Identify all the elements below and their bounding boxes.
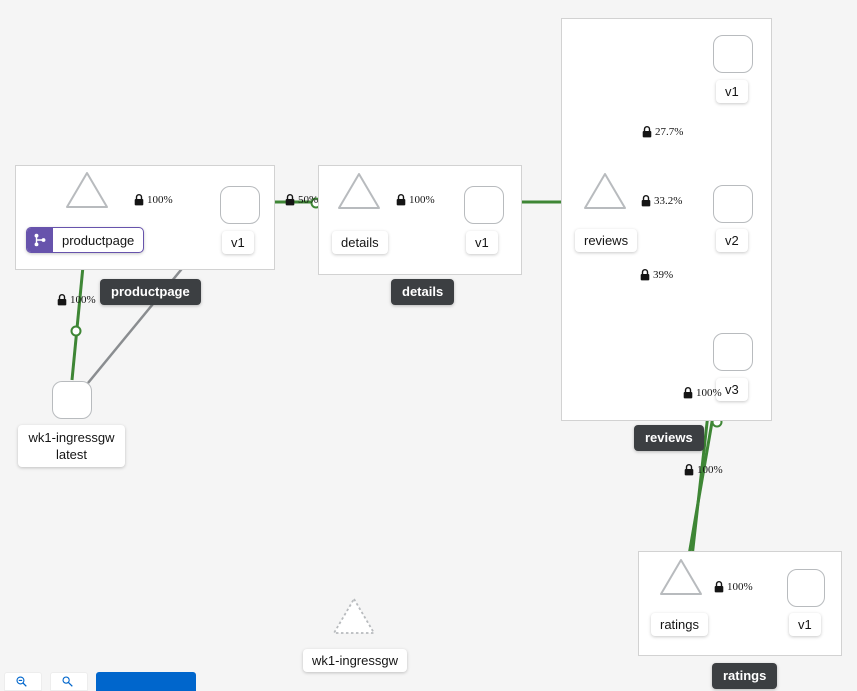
node-label-ingressgw-line1: wk1-ingressgw bbox=[28, 430, 115, 445]
edge-label-reviews-v3[interactable]: 39% bbox=[640, 269, 673, 281]
edge-label-reviews-v2[interactable]: 33.2% bbox=[641, 195, 682, 207]
node-label-reviews-service: reviews bbox=[575, 229, 638, 252]
edge-label-text: 33.2% bbox=[654, 195, 683, 207]
node-reviews-v1[interactable] bbox=[713, 35, 753, 73]
edge-label-productpagev1-details[interactable]: 50% bbox=[285, 194, 318, 206]
node-label-reviews-v3: v3 bbox=[716, 378, 748, 401]
edge-label-reviewsv2-ratings[interactable]: 100% bbox=[683, 387, 722, 399]
fit-to-screen-button[interactable] bbox=[50, 672, 88, 691]
node-reviews-v3[interactable] bbox=[713, 333, 753, 371]
node-ratings-v1[interactable] bbox=[787, 569, 825, 607]
mtls-lock-icon bbox=[684, 464, 694, 476]
edge-label-ingressgw-productpage[interactable]: 100% bbox=[57, 294, 96, 306]
edge-label-text: 50% bbox=[298, 194, 319, 206]
box-label-productpage: productpage bbox=[100, 279, 201, 305]
virtual-service-badge-productpage[interactable]: productpage bbox=[26, 227, 145, 253]
edge-label-text: 100% bbox=[70, 294, 96, 306]
box-label-ratings: ratings bbox=[712, 663, 778, 689]
mtls-lock-icon bbox=[285, 194, 295, 206]
edge-label-text: 100% bbox=[409, 194, 435, 206]
mtls-lock-icon bbox=[640, 269, 650, 281]
node-label-ingressgw: wk1-ingressgw latest bbox=[18, 425, 125, 467]
node-ingressgw[interactable] bbox=[52, 381, 92, 419]
node-label-details-service: details bbox=[332, 231, 388, 254]
edge-label-ratings-v1[interactable]: 100% bbox=[714, 581, 753, 593]
box-label-details: details bbox=[391, 279, 455, 305]
mtls-lock-icon bbox=[57, 294, 67, 306]
mtls-lock-icon bbox=[714, 581, 724, 593]
box-label-reviews: reviews bbox=[634, 425, 704, 451]
mtls-lock-icon bbox=[641, 195, 651, 207]
mtls-lock-icon bbox=[683, 387, 693, 399]
node-label-productpage-v1: v1 bbox=[222, 231, 254, 254]
node-label-productpage-service: productpage bbox=[62, 232, 135, 248]
mtls-lock-icon bbox=[396, 194, 406, 206]
node-label-details-v1: v1 bbox=[466, 231, 498, 254]
edge-label-reviewsv3-ratings[interactable]: 100% bbox=[684, 464, 723, 476]
edge-label-text: 100% bbox=[697, 464, 723, 476]
node-reviews-v2[interactable] bbox=[713, 185, 753, 223]
edge-label-text: 100% bbox=[727, 581, 753, 593]
node-label-ingressgw-line2: latest bbox=[55, 447, 88, 462]
node-details-v1[interactable] bbox=[464, 186, 504, 224]
node-label-reviews-v1: v1 bbox=[716, 80, 748, 103]
fit-screen-icon bbox=[62, 676, 73, 687]
edge-label-text: 39% bbox=[653, 269, 674, 281]
virtual-service-icon bbox=[27, 228, 53, 252]
edge-label-text: 27.7% bbox=[655, 126, 684, 138]
graph-toolbar[interactable] bbox=[0, 672, 196, 691]
edge-label-reviews-v1[interactable]: 27.7% bbox=[642, 126, 683, 138]
edge-label-details-v1[interactable]: 100% bbox=[396, 194, 435, 206]
node-label-ratings-v1: v1 bbox=[789, 613, 821, 636]
mtls-lock-icon bbox=[134, 194, 144, 206]
node-label-ingressgw-idle: wk1-ingressgw bbox=[303, 649, 407, 672]
node-label-ratings-service: ratings bbox=[651, 613, 709, 636]
zoom-out-icon bbox=[16, 676, 27, 687]
edge-label-productpage-v1[interactable]: 100% bbox=[134, 194, 173, 206]
edge-label-text: 100% bbox=[147, 194, 173, 206]
edge-label-text: 100% bbox=[696, 387, 722, 399]
mtls-lock-icon bbox=[642, 126, 652, 138]
node-productpage-v1[interactable] bbox=[220, 186, 260, 224]
zoom-out-button[interactable] bbox=[4, 672, 42, 691]
primary-action-button[interactable] bbox=[96, 672, 196, 691]
node-label-reviews-v2: v2 bbox=[716, 229, 748, 252]
